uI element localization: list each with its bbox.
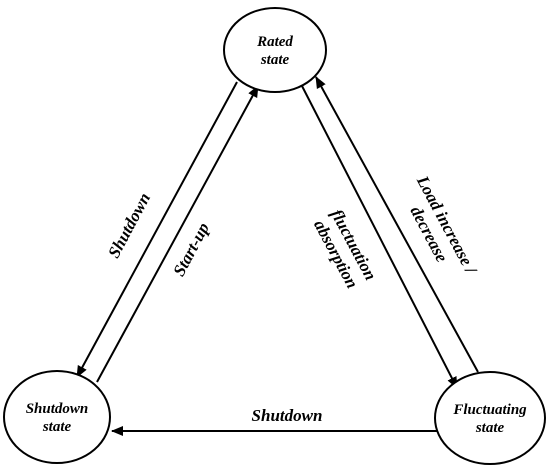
edge-label-shutdown-bottom: Shutdown [252, 406, 323, 425]
node-shutdown-label-line1: Shutdown [26, 401, 89, 417]
node-rated-label-line1: Rated [256, 34, 293, 50]
edge-label-load-increase-decrease: Load increase / decrease [406, 172, 481, 279]
arrow-rated-to-fluctuating [301, 85, 458, 389]
node-rated-state: Rated state [223, 7, 327, 93]
node-shutdown-label-line2: state [42, 419, 72, 435]
arrow-rated-to-shutdown [76, 81, 238, 378]
arrow-fluctuating-to-rated [315, 76, 479, 373]
node-fluctuating-label-line2: state [475, 420, 505, 436]
node-rated-label-line2: state [260, 52, 290, 68]
node-shutdown-state: Shutdown state [3, 370, 111, 464]
node-fluctuating-state: Fluctuating state [434, 371, 546, 465]
arrow-shutdown-to-rated [96, 85, 259, 383]
node-fluctuating-label-line1: Fluctuating [452, 402, 527, 418]
edge-label-start-up: Start-up [169, 220, 213, 280]
